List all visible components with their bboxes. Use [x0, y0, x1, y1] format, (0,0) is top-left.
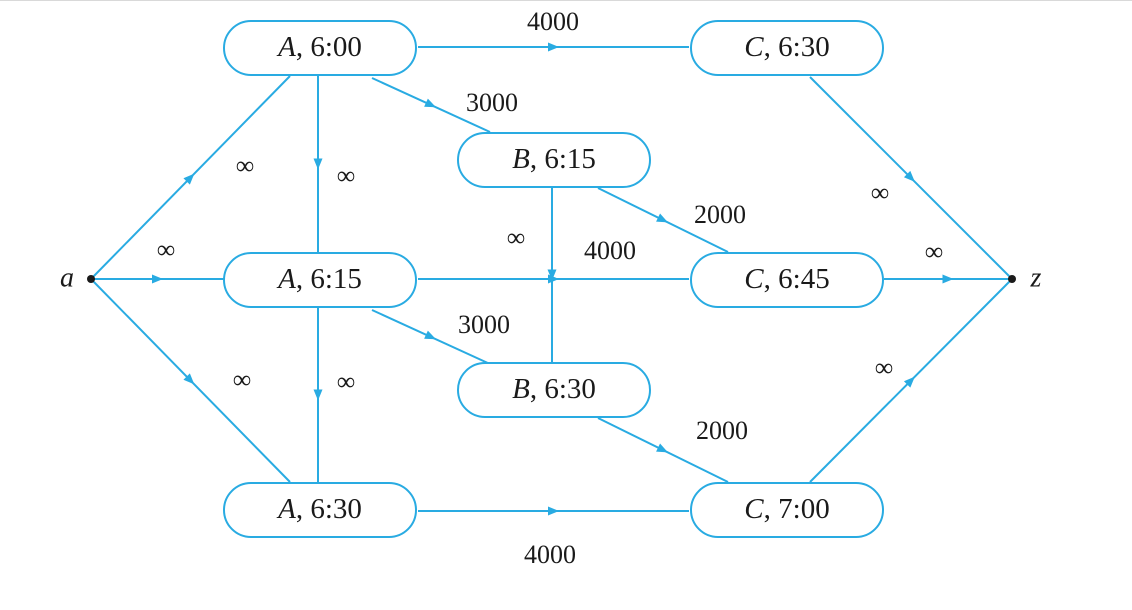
node-box — [223, 20, 417, 76]
node-label: A, 6:30 — [276, 493, 362, 525]
node-box — [690, 482, 884, 538]
node-label: C, 7:00 — [744, 493, 829, 525]
edge-a-A630 — [90, 278, 291, 483]
terminal-dot — [1008, 275, 1016, 283]
node-box — [690, 252, 884, 308]
arrowhead-icon — [942, 274, 954, 284]
edge-B630-C700 — [597, 417, 729, 483]
terminal-dot — [87, 275, 95, 283]
capacity-label: ∞ — [871, 178, 890, 207]
arrowhead-icon — [152, 274, 163, 284]
node-letter: A — [276, 263, 296, 295]
node-time: , 6:30 — [530, 373, 596, 405]
node-time: , 6:15 — [530, 143, 596, 175]
node-letter: C — [744, 493, 764, 525]
capacity-label: 3000 — [466, 88, 518, 117]
capacity-label: 4000 — [527, 7, 579, 36]
edge-C700-z — [809, 278, 1013, 483]
capacity-label: 4000 — [584, 236, 636, 265]
node-C700: C, 7:00 — [690, 482, 884, 538]
node-time: , 7:00 — [764, 493, 830, 525]
terminal-label: z — [1030, 262, 1042, 293]
node-label: B, 6:30 — [512, 373, 596, 405]
node-time: , 6:30 — [296, 493, 362, 525]
arrowhead-icon — [548, 506, 559, 516]
edge-C630-z — [809, 76, 1013, 280]
terminal-label: a — [60, 262, 74, 293]
arrowhead-icon — [548, 42, 559, 52]
capacity-label: ∞ — [337, 367, 356, 396]
terminal-z: z — [1008, 262, 1042, 293]
capacity-label: ∞ — [236, 151, 255, 180]
node-A615: A, 6:15 — [223, 252, 417, 308]
node-box — [223, 482, 417, 538]
node-letter: A — [276, 31, 296, 63]
node-B615: B, 6:15 — [457, 132, 651, 188]
edge-B615-C645 — [597, 187, 729, 253]
capacity-label: ∞ — [925, 237, 944, 266]
capacity-label: ∞ — [337, 161, 356, 190]
node-label: C, 6:30 — [744, 31, 829, 63]
capacity-label: ∞ — [875, 353, 894, 382]
edge-a-A600 — [90, 75, 291, 280]
top-divider — [0, 0, 1132, 1]
node-B630: B, 6:30 — [457, 362, 651, 418]
arrowhead-icon — [656, 443, 668, 453]
node-C630: C, 6:30 — [690, 20, 884, 76]
edge-layer — [90, 42, 1013, 516]
capacity-label: ∞ — [233, 365, 252, 394]
edge-B615-B630 — [547, 188, 557, 362]
arrowhead-icon — [656, 213, 668, 223]
capacity-label: 4000 — [524, 540, 576, 569]
node-C645: C, 6:45 — [690, 252, 884, 308]
node-label: A, 6:15 — [276, 263, 362, 295]
edge-A615-A630 — [313, 308, 323, 482]
edge-A600-B615 — [371, 77, 491, 133]
node-time: , 6:30 — [764, 31, 830, 63]
capacity-label: 2000 — [694, 200, 746, 229]
node-letter: A — [276, 493, 296, 525]
node-box — [690, 20, 884, 76]
capacity-label: 2000 — [696, 416, 748, 445]
node-label: B, 6:15 — [512, 143, 596, 175]
edge-A630-C700 — [418, 506, 689, 516]
capacity-label: ∞ — [157, 235, 176, 264]
arrowhead-icon — [424, 98, 437, 108]
node-A600: A, 6:00 — [223, 20, 417, 76]
arrowhead-icon — [183, 373, 195, 385]
node-box — [457, 132, 651, 188]
arrowhead-icon — [547, 269, 557, 281]
arrowhead-icon — [903, 170, 915, 182]
capacity-label-layer: ∞ ∞ ∞ ∞ ∞ 4000 3000 4000 3000 4000 ∞ 2000 2000 ∞ ∞ ∞ — [157, 7, 944, 569]
node-box — [457, 362, 651, 418]
edge-a-A615 — [91, 274, 224, 284]
arrowhead-icon — [313, 389, 323, 401]
node-label: A, 6:00 — [276, 31, 362, 63]
node-letter: C — [744, 263, 764, 295]
capacity-label: 3000 — [458, 310, 510, 339]
edge-A600-C630 — [418, 42, 689, 52]
edge-A615-B630 — [371, 309, 491, 365]
node-box — [223, 252, 417, 308]
node-label: C, 6:45 — [744, 263, 829, 295]
arrowhead-icon — [424, 330, 437, 340]
capacity-label: ∞ — [507, 223, 526, 252]
node-letter: B — [512, 143, 530, 175]
node-time: , 6:15 — [296, 263, 362, 295]
edge-C645-z — [884, 274, 1012, 284]
arrowhead-icon — [903, 376, 915, 388]
node-A630: A, 6:30 — [223, 482, 417, 538]
node-time: , 6:45 — [764, 263, 830, 295]
node-letter: B — [512, 373, 530, 405]
arrowhead-icon — [313, 158, 323, 170]
terminal-a: a — [60, 262, 95, 293]
edge-A600-A615 — [313, 76, 323, 252]
node-letter: C — [744, 31, 764, 63]
arrowhead-icon — [183, 173, 195, 185]
node-time: , 6:00 — [296, 31, 362, 63]
